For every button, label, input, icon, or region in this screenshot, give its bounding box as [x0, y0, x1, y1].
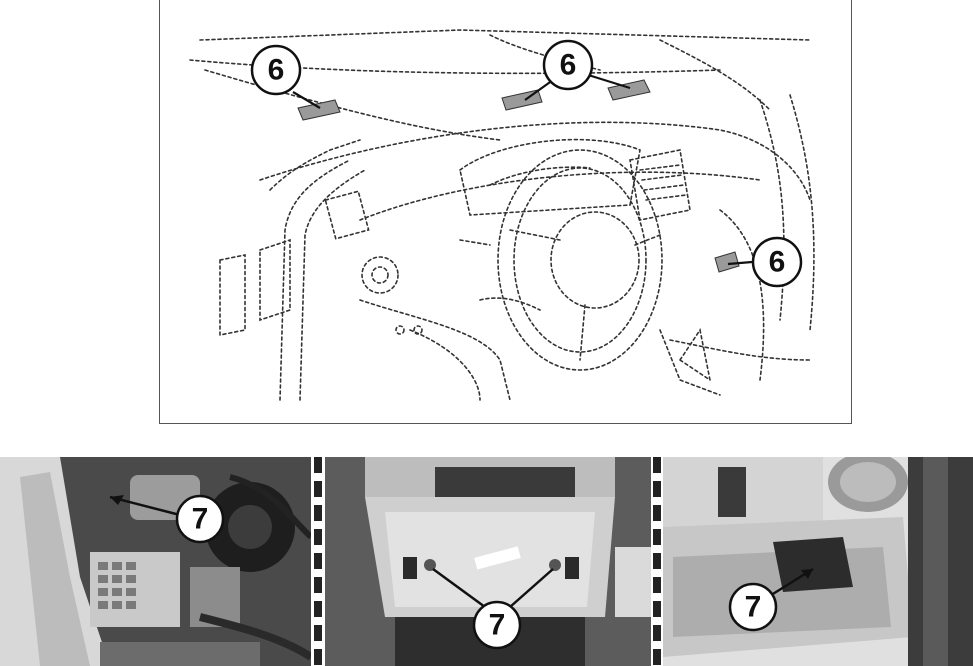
callout-7-photo-2 [472, 600, 522, 650]
photo-center-console: 7 [325, 457, 651, 666]
tag-side [714, 251, 740, 273]
photo-side-panel: 7 [663, 457, 973, 666]
tag-left [297, 99, 341, 121]
separator-1 [314, 457, 322, 666]
callout-7-photo-3-label: 7 [745, 591, 762, 624]
photo-3-image: 7 [663, 457, 973, 666]
dashboard-sketch: 6 6 6 [189, 29, 815, 401]
callout-6-left [250, 44, 302, 96]
callout-6-side [751, 236, 803, 288]
callout-7-photo-1-label: 7 [192, 503, 209, 536]
photo-fuse-box-area: 7 [0, 457, 311, 666]
callout-6-center [542, 39, 594, 91]
tag-right [607, 79, 651, 101]
callout-6-side-label: 6 [769, 246, 786, 279]
callout-6-center-label: 6 [560, 49, 577, 82]
callout-7-photo-2-label: 7 [489, 609, 506, 642]
photo-1-image: 7 [0, 457, 311, 666]
dashboard-line-drawing: 6 6 6 [159, 0, 852, 424]
callout-7-photo-1 [175, 494, 225, 544]
photo-2-image: 7 [325, 457, 651, 666]
callout-6-left-label: 6 [268, 54, 285, 87]
callout-7-photo-3 [728, 582, 778, 632]
separator-2 [653, 457, 661, 666]
